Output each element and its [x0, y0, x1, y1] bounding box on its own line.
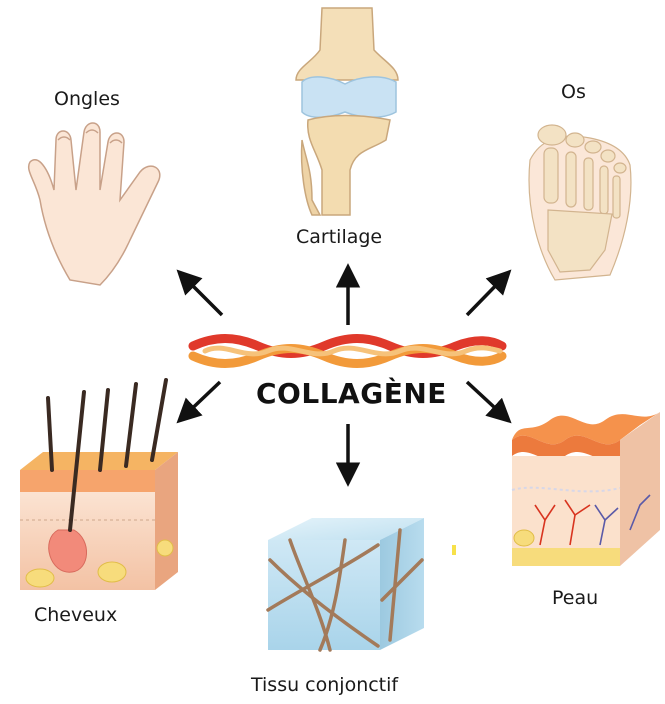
center-title: COLLAGÈNE	[256, 377, 447, 410]
foot-bones-icon	[528, 124, 632, 281]
label-cartilage: Cartilage	[296, 226, 383, 248]
hair-follicle-icon	[20, 378, 178, 590]
arrow-to-cheveux	[176, 380, 222, 424]
label-peau: Peau	[552, 587, 599, 609]
skin-layers-icon	[511, 412, 660, 566]
collagen-fiber-icon	[188, 334, 507, 368]
connective-tissue-icon	[266, 518, 456, 652]
arrow-to-peau	[465, 380, 512, 424]
arrows	[176, 263, 512, 487]
label-cheveux: Cheveux	[34, 604, 118, 626]
label-tissu-conjonctif: Tissu conjonctif	[251, 674, 399, 696]
label-os: Os	[561, 81, 586, 103]
label-ongles: Ongles	[54, 88, 120, 110]
arrow-to-ongles	[176, 269, 224, 317]
hand-icon	[28, 122, 161, 286]
knee-cartilage-icon	[295, 7, 399, 216]
arrow-to-os	[465, 269, 512, 317]
